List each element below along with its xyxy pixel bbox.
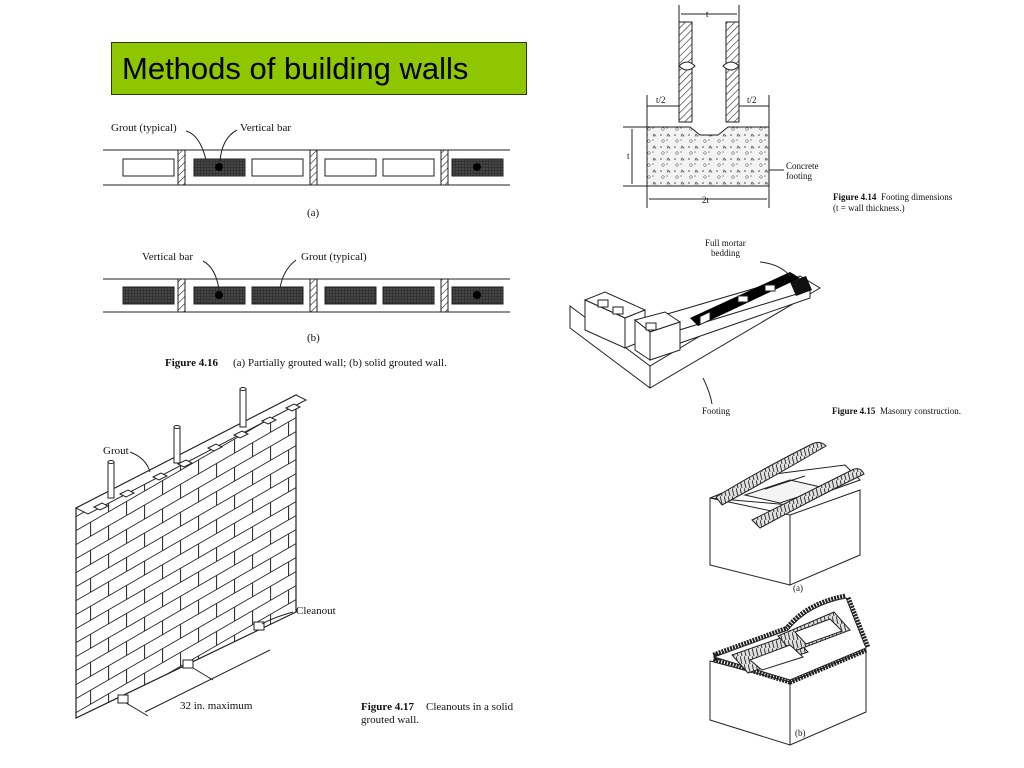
block-sub-a: (a) xyxy=(793,583,803,593)
caption-num-417: Figure 4.17 xyxy=(361,701,414,713)
label-bedding: bedding xyxy=(711,248,740,258)
title-box: Methods of building walls xyxy=(111,42,527,95)
wall-face-left xyxy=(678,21,693,123)
label-bar-b: Vertical bar xyxy=(142,251,193,263)
web-hatch xyxy=(177,149,186,186)
sub-a: (a) xyxy=(307,207,320,219)
label-spacing: 32 in. maximum xyxy=(180,700,253,712)
wall-top xyxy=(74,394,308,515)
dim-t-side: t xyxy=(627,151,630,161)
wall-face-right xyxy=(725,21,740,123)
caption-num-415: Figure 4.15 xyxy=(832,406,876,416)
caption-text-415: Masonry construction. xyxy=(880,406,961,416)
figure-4-17: Grout Cleanout 32 in. maximum Figure 4.1… xyxy=(74,387,514,726)
vertical-bars xyxy=(107,387,247,499)
label-grout-b: Grout (typical) xyxy=(301,251,367,263)
web-hatch xyxy=(440,149,449,186)
sub-b: (b) xyxy=(307,332,320,344)
label-grout-a: Grout (typical) xyxy=(111,122,177,134)
concrete-footing xyxy=(646,126,770,187)
label-bar-a: Vertical bar xyxy=(240,122,291,134)
wall-plan-b: Vertical bar Grout (typical) (b) xyxy=(103,251,510,344)
mortar-coil xyxy=(751,468,865,529)
dim-half-left: t/2 xyxy=(656,95,666,105)
block-a: (a) xyxy=(709,441,865,593)
dim-2t: 2t xyxy=(702,195,710,205)
label-footing: footing xyxy=(786,171,812,181)
dim-half-right: t/2 xyxy=(747,95,757,105)
vertical-bar-dot xyxy=(215,163,223,171)
cleanout-3 xyxy=(253,621,265,631)
slide-title: Methods of building walls xyxy=(122,51,469,86)
caption-text-414-2: (t = wall thickness.) xyxy=(833,203,905,213)
dim-t-top: t xyxy=(706,9,709,19)
label-cleanout: Cleanout xyxy=(296,605,336,617)
caption-text-417-2: grouted wall. xyxy=(361,714,419,726)
label-footing-415: Footing xyxy=(702,406,731,416)
top-cells xyxy=(92,403,302,511)
block-b: (b) xyxy=(699,592,872,746)
hollow-cell xyxy=(251,158,304,177)
cleanout-1 xyxy=(117,694,129,704)
hollow-cell xyxy=(122,158,175,177)
label-full-mortar: Full mortar xyxy=(705,238,746,248)
wall-face xyxy=(75,394,297,719)
figure-4-16: Grout (typical) Vertical bar (a) Vertica… xyxy=(103,122,510,369)
block-sub-b: (b) xyxy=(795,728,806,738)
wall-plan-a: Grout (typical) Vertical bar (a) xyxy=(103,122,510,219)
figure-4-15: Full mortar bedding Footing Figure 4.15 … xyxy=(569,238,961,416)
caption-num-414: Figure 4.14 xyxy=(833,192,877,202)
vertical-bar-dot xyxy=(215,291,223,299)
hollow-cell xyxy=(324,158,377,177)
vertical-bar-dot xyxy=(473,291,481,299)
caption-text-417: Cleanouts in a solid xyxy=(426,701,514,713)
web-hatch xyxy=(309,149,318,186)
mortar-coil xyxy=(715,441,827,506)
vertical-bar-dot xyxy=(473,163,481,171)
cleanout-2 xyxy=(182,659,194,669)
caption-text-416: (a) Partially grouted wall; (b) solid gr… xyxy=(233,357,447,369)
caption-num-416: Figure 4.16 xyxy=(165,357,218,369)
caption-text-414: Footing dimensions xyxy=(881,192,953,202)
label-grout-417: Grout xyxy=(103,445,129,457)
hollow-cell xyxy=(382,158,435,177)
figure-4-14: t t/2 t/2 t 2t Concrete footing Figure 4… xyxy=(623,5,953,213)
label-concrete: Concrete xyxy=(786,161,818,171)
